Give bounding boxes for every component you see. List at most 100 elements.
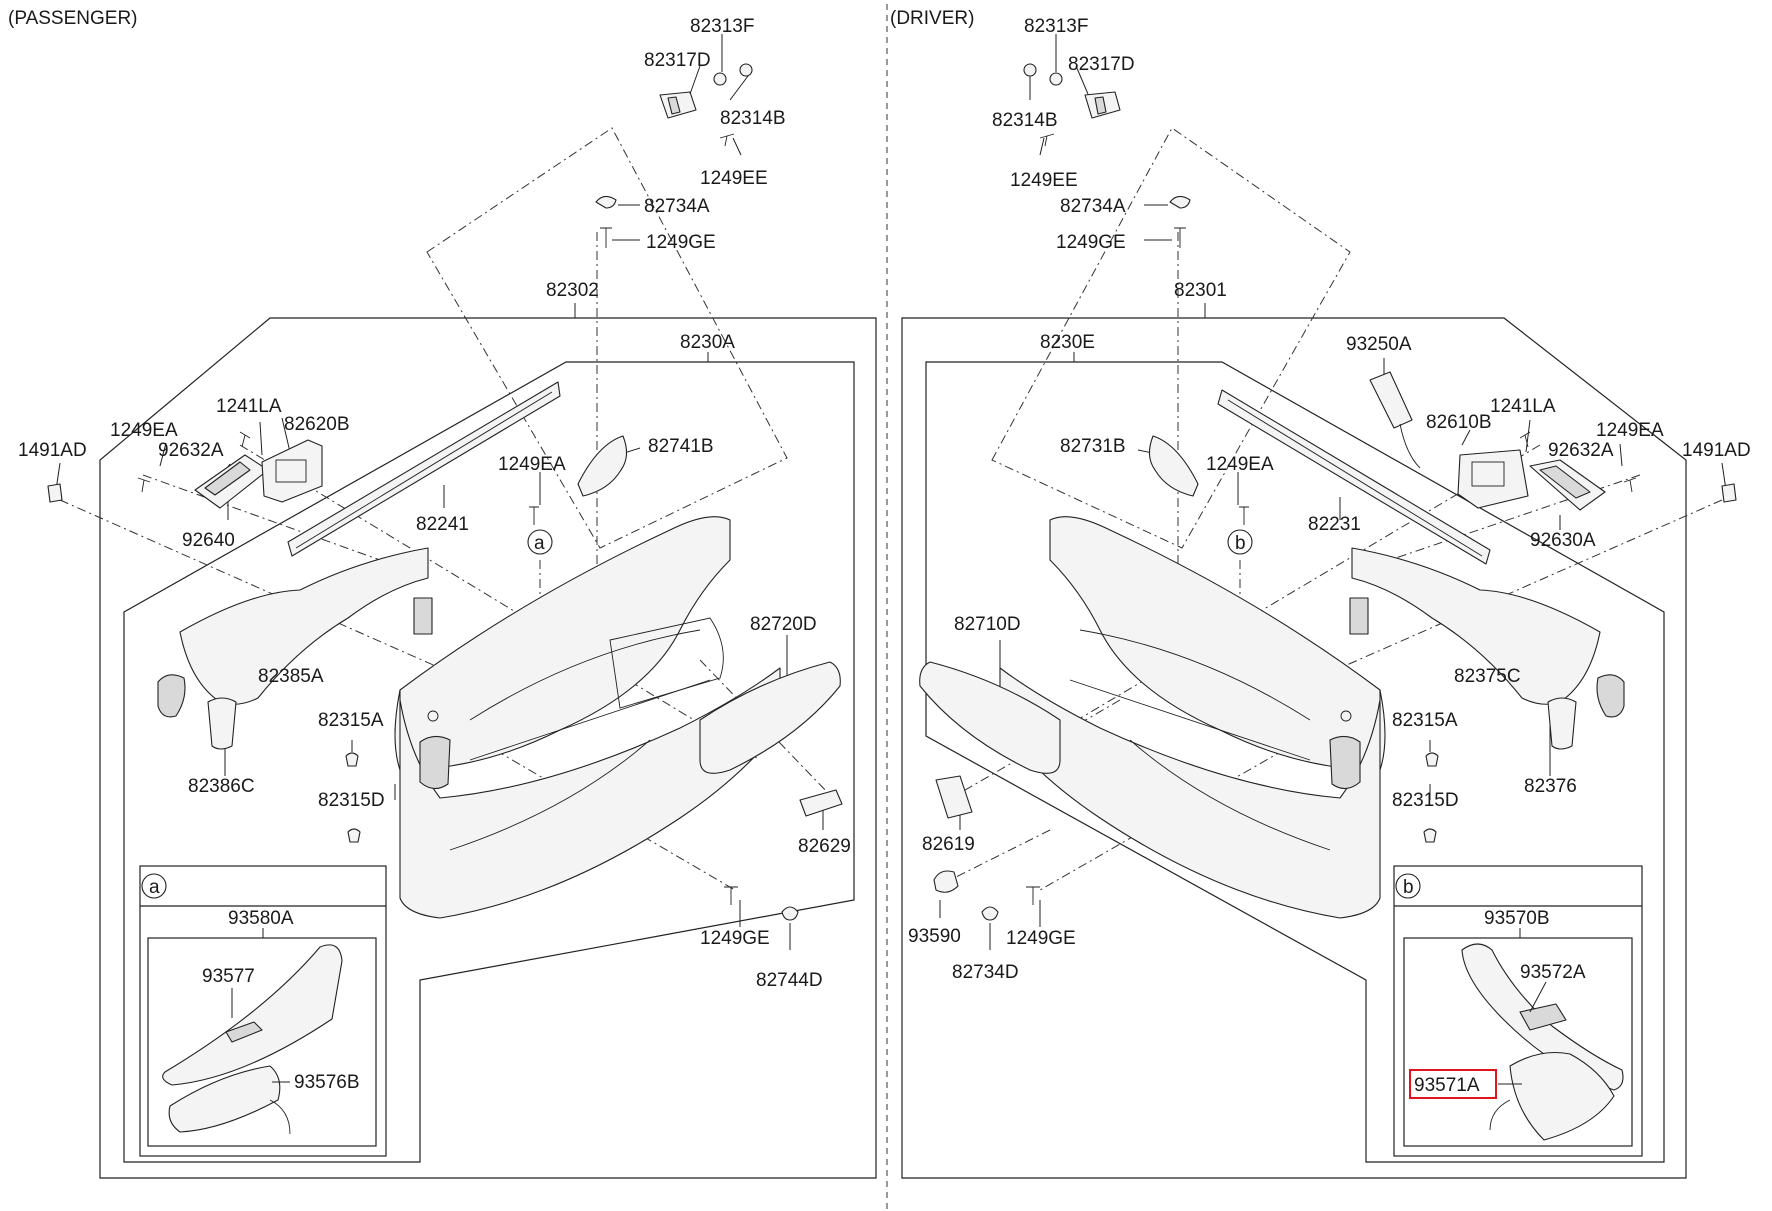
label-d-82731B: 82731B <box>1060 436 1126 457</box>
label-d-82376: 82376 <box>1524 776 1577 797</box>
inner-handle-82741B <box>577 435 628 497</box>
label-82720D: 82720D <box>750 614 817 635</box>
label-d-93590: 93590 <box>908 926 961 947</box>
pad-82710D <box>919 661 1061 774</box>
label-82385A: 82385A <box>258 666 324 687</box>
inner-handle-82731B <box>1148 435 1199 497</box>
driver-outer-frame <box>901 317 1687 1179</box>
passenger-top-bracket <box>595 63 753 248</box>
label-d-1249GE-top: 1249GE <box>1056 232 1126 253</box>
label-1241LA: 1241LA <box>216 396 282 417</box>
inset-a-tag: a <box>149 877 160 898</box>
label-82315A: 82315A <box>318 710 384 731</box>
label-d-1249EE: 1249EE <box>1010 170 1078 191</box>
label-d-82314B: 82314B <box>992 110 1058 131</box>
driver-frames <box>901 127 1687 1179</box>
label-d-93571A: 93571A <box>1414 1075 1480 1096</box>
switch-bezel-93577 <box>162 944 343 1086</box>
label-82386C: 82386C <box>188 776 255 797</box>
label-circle-a: a <box>534 533 545 554</box>
label-d-1249EA-right: 1249EA <box>1596 420 1664 441</box>
label-d-circle-b: b <box>1235 533 1246 554</box>
label-d-82710D: 82710D <box>954 614 1021 635</box>
label-82734A: 82734A <box>644 196 710 217</box>
label-82241: 82241 <box>416 514 469 535</box>
label-82620B: 82620B <box>284 414 350 435</box>
bezel-82386C <box>207 697 237 750</box>
driver-dash-guide-top <box>991 127 1351 549</box>
label-d-82734D: 82734D <box>952 962 1019 983</box>
label-82315D: 82315D <box>318 790 385 811</box>
label-d-92632A: 92632A <box>1548 440 1614 461</box>
label-d-93250A: 93250A <box>1346 334 1412 355</box>
label-82314B: 82314B <box>720 108 786 129</box>
speaker-bracket-93250A <box>1369 371 1413 429</box>
callout-b-circle <box>1227 529 1253 555</box>
driver-inner-frame <box>925 361 1665 1163</box>
passenger-inner-frame <box>123 361 855 1163</box>
door-trim-lower-driver <box>999 667 1381 919</box>
label-93580A: 93580A <box>228 908 294 929</box>
inset-a-inner-frame <box>147 937 377 1147</box>
passenger-parts <box>47 381 843 1157</box>
passenger-outer-frame <box>99 317 877 1179</box>
label-d-82375C: 82375C <box>1454 666 1521 687</box>
label-92632A: 92632A <box>158 440 224 461</box>
label-d-82313F: 82313F <box>1024 16 1088 37</box>
label-d-92630A: 92630A <box>1530 530 1596 551</box>
label-1491AD: 1491AD <box>18 440 87 461</box>
label-8230A: 8230A <box>680 332 735 353</box>
inset-b-tag: b <box>1403 877 1414 898</box>
label-d-93570B: 93570B <box>1484 908 1550 929</box>
label-d-1249EA-mid: 1249EA <box>1206 454 1274 475</box>
door-trim-lower <box>399 667 781 919</box>
inset-b-frame <box>1393 865 1643 1157</box>
label-d-82317D: 82317D <box>1068 54 1135 75</box>
driver-header: (DRIVER) <box>890 8 974 29</box>
label-d-93572A: 93572A <box>1520 962 1586 983</box>
passenger-dash-guide-top <box>426 127 788 549</box>
passenger-header: (PASSENGER) <box>8 8 138 29</box>
label-d-82301: 82301 <box>1174 280 1227 301</box>
label-d-82619: 82619 <box>922 834 975 855</box>
switch-93571A <box>1509 1051 1615 1141</box>
label-d-82315A: 82315A <box>1392 710 1458 731</box>
driver-labels: 82313F 82317D 82314B 1249EE 82734A 1249G… <box>908 16 1751 1096</box>
passenger-labels: 82313F 82317D 82314B 1249EE 82734A 1249G… <box>18 16 851 1093</box>
clip-82629 <box>799 789 843 817</box>
label-82317D: 82317D <box>644 50 711 71</box>
label-93576B: 93576B <box>294 1072 360 1093</box>
switch-bezel-93572A <box>1461 943 1624 1091</box>
inset-a-frame <box>139 865 387 1157</box>
handle-bracket-82610B <box>1457 449 1529 509</box>
label-1249EA-left: 1249EA <box>110 420 178 441</box>
highlight-93571A <box>1409 1069 1497 1099</box>
label-d-1249GE-bottom: 1249GE <box>1006 928 1076 949</box>
label-82741B: 82741B <box>648 436 714 457</box>
label-d-82734A: 82734A <box>1060 196 1126 217</box>
handle-bracket-82620B <box>261 439 323 503</box>
label-1249GE-top: 1249GE <box>646 232 716 253</box>
label-1249EA-mid: 1249EA <box>498 454 566 475</box>
label-1249GE-bottom: 1249GE <box>700 928 770 949</box>
inset-b-inner-frame <box>1403 937 1633 1147</box>
label-82302: 82302 <box>546 280 599 301</box>
passenger-frames <box>99 127 877 1179</box>
inset-a-tag-circle <box>141 873 167 899</box>
pad-82720D <box>699 661 841 774</box>
lamp-93590 <box>933 870 959 893</box>
beltline-strip-82241 <box>287 381 561 557</box>
label-82744D: 82744D <box>756 970 823 991</box>
label-92640: 92640 <box>182 530 235 551</box>
label-1249EE: 1249EE <box>700 168 768 189</box>
label-82313F: 82313F <box>690 16 754 37</box>
label-d-82315D: 82315D <box>1392 790 1459 811</box>
label-d-82231: 82231 <box>1308 514 1361 535</box>
clip-82619 <box>935 775 973 819</box>
label-d-8230E: 8230E <box>1040 332 1095 353</box>
label-d-1241LA: 1241LA <box>1490 396 1556 417</box>
inset-b-tag-circle <box>1395 873 1421 899</box>
label-82629: 82629 <box>798 836 851 857</box>
